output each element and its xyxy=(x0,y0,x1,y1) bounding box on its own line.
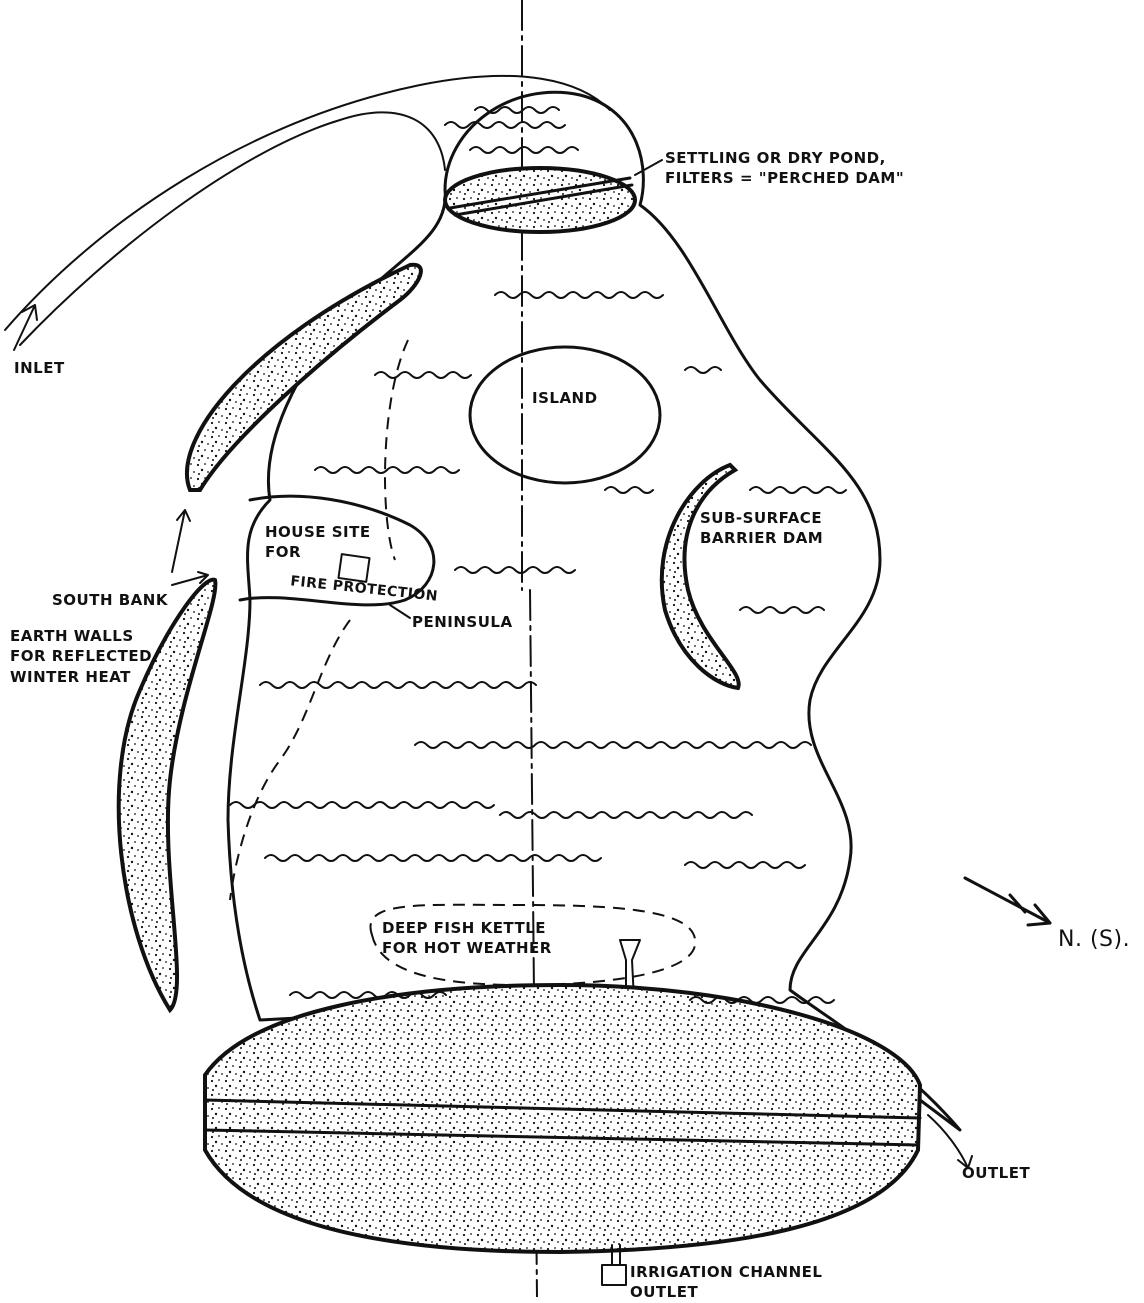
inlet-label: INLET xyxy=(14,358,65,378)
barrier-dam xyxy=(662,465,739,688)
peninsula-leader xyxy=(390,605,410,618)
island xyxy=(470,347,660,483)
south-bank-arrow-up xyxy=(172,510,190,572)
north-arrow xyxy=(965,878,1050,925)
pond-outline xyxy=(228,92,960,1130)
settling-leader xyxy=(635,160,662,175)
sub-surface-barrier-dam-label: SUB-SURFACE BARRIER DAM xyxy=(700,508,823,549)
irrigation-channel-label: IRRIGATION CHANNEL OUTLET xyxy=(630,1262,822,1303)
peninsula-label: PENINSULA xyxy=(412,612,513,632)
earth-walls-label: EARTH WALLS FOR REFLECTED WINTER HEAT xyxy=(10,626,152,687)
north-label: N. (S). xyxy=(1058,925,1130,955)
main-dam xyxy=(205,985,920,1252)
island-label: ISLAND xyxy=(532,388,598,408)
south-bank-label: SOUTH BANK xyxy=(52,590,168,610)
deep-fish-kettle-label: DEEP FISH KETTLE FOR HOT WEATHER xyxy=(382,918,552,959)
inlet-arrow xyxy=(14,305,37,350)
house-site-label: HOUSE SITE FOR xyxy=(265,522,371,563)
outlet-label: OUTLET xyxy=(962,1163,1030,1183)
earth-wall-north xyxy=(187,265,421,490)
settling-pond-label: SETTLING OR DRY POND, FILTERS = "PERCHED… xyxy=(665,148,904,189)
